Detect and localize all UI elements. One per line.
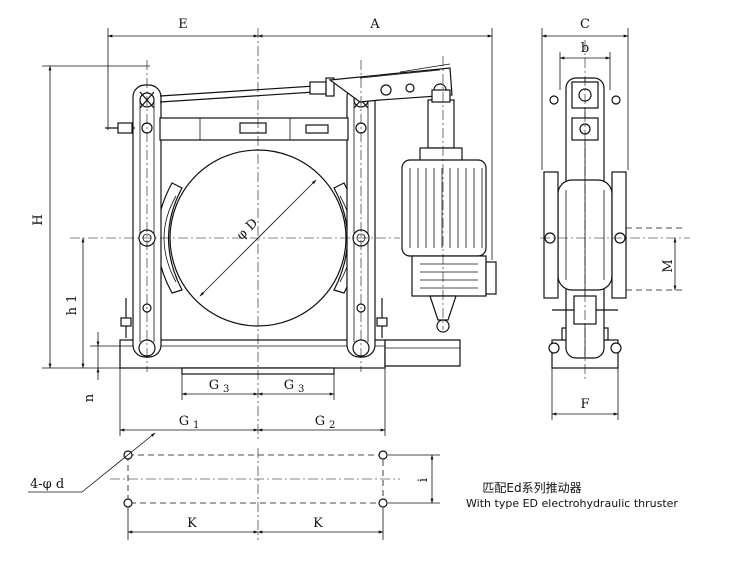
front-view <box>70 28 497 440</box>
thruster-bracket <box>384 339 461 367</box>
dim-K-left: K <box>187 516 197 531</box>
mounting-hole <box>378 498 388 508</box>
dim-K-right: K <box>313 516 323 531</box>
dim-h1: h 1 <box>65 295 80 316</box>
dim-G1-sub: 1 <box>193 420 199 431</box>
caption-chinese: 匹配Ed系列推动器 <box>482 481 581 495</box>
mounting-hole <box>378 450 388 460</box>
mounting-hole <box>123 498 133 508</box>
thruster-fins <box>409 168 483 248</box>
dim-E: E <box>178 17 188 32</box>
dim-M: M <box>661 259 676 272</box>
top-push-rod <box>159 77 335 103</box>
hydraulic-thruster <box>401 89 497 333</box>
dim-G3-left-sub: 3 <box>223 384 229 395</box>
side-view <box>540 40 690 380</box>
dim-C: C <box>580 17 590 32</box>
dim-F: F <box>580 397 589 412</box>
caption-english: With type ED electrohydraulic thruster <box>466 497 678 510</box>
shaft <box>626 227 685 291</box>
dim-A: A <box>369 17 380 32</box>
side-dimensions <box>541 28 677 420</box>
dim-H: H <box>31 214 46 225</box>
dim-i: i <box>416 478 431 482</box>
front-dimensions <box>42 28 493 436</box>
dim-b: b <box>581 41 589 56</box>
dim-G3-right: G <box>284 378 294 393</box>
adjusting-screws <box>120 298 388 338</box>
dim-n: n <box>82 393 97 402</box>
dim-G1: G <box>179 414 189 429</box>
dim-G3-left: G <box>209 378 219 393</box>
tie-rod <box>105 117 349 141</box>
dim-G2-sub: 2 <box>329 420 335 431</box>
mounting-plan <box>28 432 440 540</box>
dim-G3-right-sub: 3 <box>298 384 304 395</box>
dim-holes: 4-φ d <box>30 477 64 492</box>
dim-G2: G <box>315 414 325 429</box>
